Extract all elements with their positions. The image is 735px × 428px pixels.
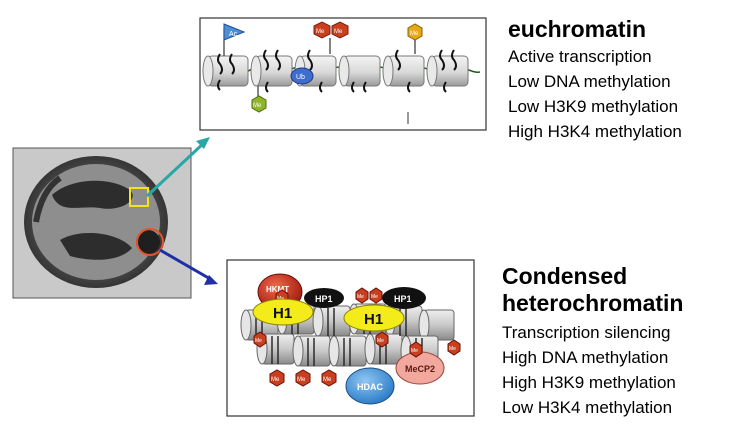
mecp2-protein: MeCP2 xyxy=(395,351,445,385)
methyl-mark: Me xyxy=(409,341,423,358)
ubiquitin-mark: Ub xyxy=(290,67,314,85)
methyl-mark: Me xyxy=(321,369,337,387)
heterochromatin-property: Transcription silencing xyxy=(502,323,671,342)
arrow-to-euchromatin xyxy=(145,137,210,198)
svg-text:H1: H1 xyxy=(364,311,383,328)
svg-text:Me: Me xyxy=(371,294,378,300)
methyl-mark: Me xyxy=(331,21,349,39)
svg-text:Me: Me xyxy=(253,103,262,109)
nucleosome xyxy=(202,53,249,91)
svg-text:HKMT: HKMT xyxy=(266,285,289,294)
hp1-protein: HP1 xyxy=(382,287,426,309)
svg-text:Me: Me xyxy=(255,338,262,344)
methyl-mark: Me xyxy=(407,23,423,54)
svg-text:HP1: HP1 xyxy=(394,294,412,304)
h1-protein: H1 xyxy=(343,304,405,332)
arrow-to-heterochromatin xyxy=(159,248,218,285)
svg-text:Me: Me xyxy=(271,377,280,383)
svg-text:H1: H1 xyxy=(273,305,292,322)
svg-text:Me: Me xyxy=(357,294,364,300)
methyl-mark: Me xyxy=(447,339,461,356)
svg-text:Me: Me xyxy=(334,29,343,35)
methyl-mark: Me xyxy=(251,86,267,113)
svg-text:MeCP2: MeCP2 xyxy=(405,364,435,374)
svg-text:Me: Me xyxy=(411,348,418,354)
euchromatin-property: High H3K4 methylation xyxy=(508,122,682,141)
methyl-mark: Me xyxy=(355,287,369,304)
euchromatin-property: Low DNA methylation xyxy=(508,72,671,91)
euchromatin-property: Low H3K9 methylation xyxy=(508,97,679,116)
methyl-mark: Me xyxy=(269,369,285,387)
h1-protein: H1 xyxy=(252,298,314,326)
heterochromatin-title-line2: heterochromatin xyxy=(502,290,684,316)
nucleosome xyxy=(292,335,331,367)
svg-text:Ac: Ac xyxy=(229,31,238,38)
svg-text:Me: Me xyxy=(316,29,325,35)
svg-text:Me: Me xyxy=(297,377,306,383)
svg-text:Me: Me xyxy=(410,31,419,37)
heterochromatin-title-line1: Condensed xyxy=(502,263,628,289)
methyl-mark: Me xyxy=(253,331,267,348)
svg-text:HP1: HP1 xyxy=(315,294,333,304)
svg-text:Me: Me xyxy=(449,346,456,352)
methyl-mark: Me xyxy=(313,21,331,39)
svg-text:Me: Me xyxy=(323,377,332,383)
cell-micrograph xyxy=(12,147,192,299)
svg-text:Me: Me xyxy=(377,338,384,344)
heterochromatin-property: High DNA methylation xyxy=(502,348,669,367)
hdac-protein: HDAC xyxy=(345,367,395,405)
hp1-protein: HP1 xyxy=(304,288,344,308)
methyl-mark: Me xyxy=(369,287,383,304)
nucleosome xyxy=(338,55,381,93)
nucleosome xyxy=(250,49,293,93)
svg-text:Ub: Ub xyxy=(296,74,305,81)
methyl-mark: Me xyxy=(295,369,311,387)
acetyl-flag: Ac xyxy=(223,23,246,56)
heterochromatin-property: High H3K9 methylation xyxy=(502,373,676,392)
nucleosome xyxy=(382,49,425,93)
nucleosome xyxy=(418,309,455,341)
svg-text:HDAC: HDAC xyxy=(357,382,383,392)
nucleosome xyxy=(328,335,367,367)
euchromatin-title: euchromatin xyxy=(508,16,647,42)
methyl-mark: Me xyxy=(375,331,389,348)
nucleosome xyxy=(426,49,469,93)
euchromatin-property: Active transcription xyxy=(508,47,652,66)
heterochromatin-property: Low H3K4 methylation xyxy=(502,398,673,417)
